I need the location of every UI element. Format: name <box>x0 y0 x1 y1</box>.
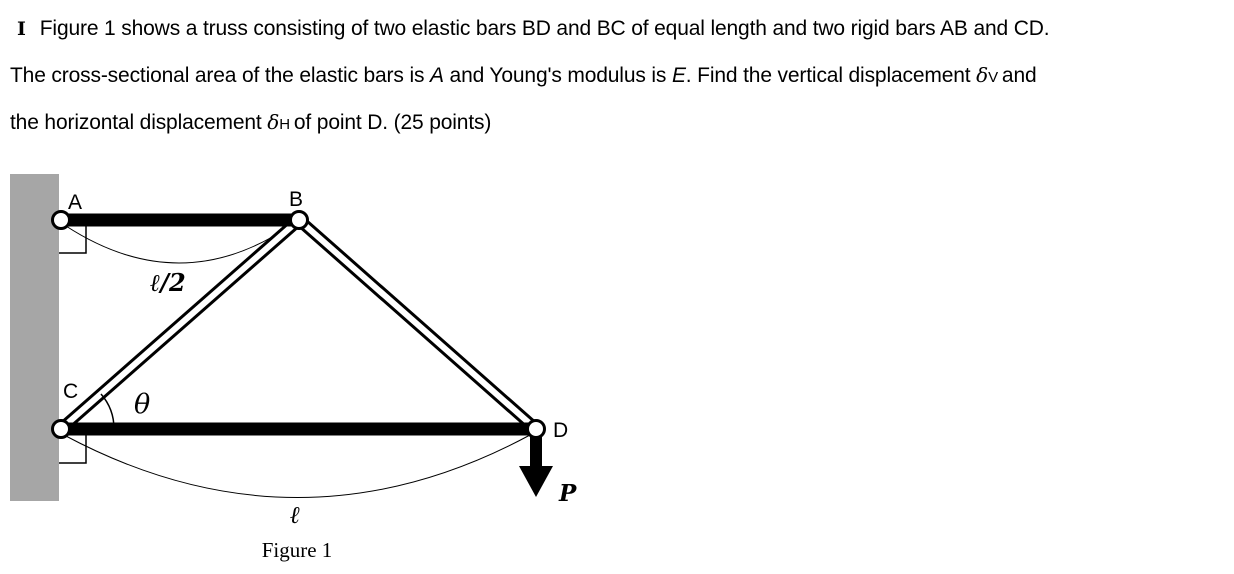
angle-label-theta: θ <box>134 389 150 420</box>
variable-modulus: E <box>671 63 686 87</box>
variable-area: A <box>430 63 444 87</box>
subscript-h: H <box>279 116 290 133</box>
figure-caption: Figure 1 <box>262 538 333 562</box>
load-arrow-head <box>519 466 553 497</box>
load-arrow-shaft <box>530 433 542 468</box>
right-angle-marker-c <box>59 435 87 464</box>
text-segment: the horizontal displacement <box>10 111 268 134</box>
problem-text-1: Figure 1 shows a truss consisting of two… <box>39 17 1050 40</box>
text-segment: and Young's modulus is <box>443 63 672 87</box>
dimension-arc-half-length <box>65 225 291 264</box>
bar-bc-inner <box>59 217 301 432</box>
pin-joint-b <box>289 210 309 230</box>
symbol-delta-v: δ <box>976 62 989 87</box>
wall-support <box>10 174 59 501</box>
angle-arc-theta <box>100 393 115 430</box>
text-segment: and <box>1001 63 1037 87</box>
pin-joint-a <box>51 210 71 230</box>
problem-number: I <box>17 18 26 40</box>
node-label-a: A <box>68 191 82 214</box>
subscript-v: V <box>988 68 998 86</box>
dimension-label-length: ℓ <box>290 500 300 529</box>
pin-joint-c <box>51 419 71 439</box>
problem-statement: I Figure 1 shows a truss consisting of tw… <box>10 6 1225 148</box>
dimension-arc-length <box>63 434 531 498</box>
text-segment: . Find the vertical displacement <box>685 63 977 87</box>
problem-line-2: The cross-sectional area of the elastic … <box>10 53 1225 101</box>
text-segment: The cross-sectional area of the elastic … <box>10 63 430 87</box>
symbol-delta-h: δ <box>267 110 280 134</box>
right-angle-marker-a <box>59 226 87 254</box>
node-label-c: C <box>63 380 78 403</box>
text-segment: of point D. (25 points) <box>293 111 492 134</box>
pin-joint-d <box>526 419 546 439</box>
load-label-p: P <box>558 480 577 507</box>
node-label-b: B <box>289 188 303 211</box>
node-label-d: D <box>553 419 568 442</box>
dimension-label-half-length: ℓ/2 <box>150 268 186 297</box>
bar-bd-inner <box>297 217 538 432</box>
problem-line-1: I Figure 1 shows a truss consisting of tw… <box>10 6 1225 53</box>
